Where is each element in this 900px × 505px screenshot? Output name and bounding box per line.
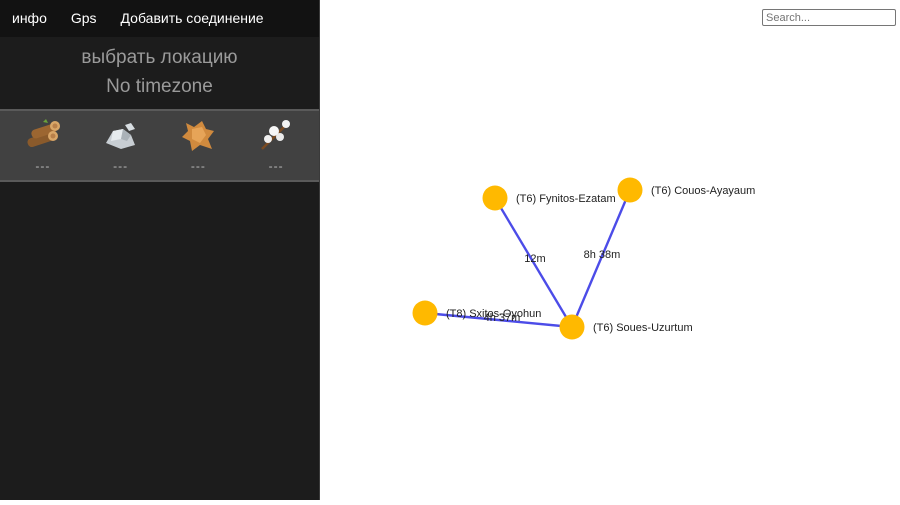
search-input[interactable] (762, 9, 896, 26)
graph-view[interactable]: 12m 8h 38m 4h 37m (T6) Fynitos-Ezatam (T6) C… (320, 0, 900, 500)
resource-wood-value: --- (35, 159, 51, 173)
resource-fiber: --- (246, 111, 306, 180)
edge-n2-n4 (570, 189, 632, 328)
edge-label: 8h 38m (584, 249, 621, 261)
network-graph[interactable]: 12m 8h 38m 4h 37m (T6) Fynitos-Ezatam (T6) C… (320, 0, 900, 500)
stone-ore-icon (105, 123, 135, 149)
cotton-fiber-icon (261, 120, 291, 150)
graph-node[interactable] (617, 177, 643, 203)
nav-add-connection[interactable]: Добавить соединение (120, 10, 264, 26)
select-location-link[interactable]: выбрать локацию (81, 47, 238, 68)
graph-node-label: (T6) Couos-Ayayaum (651, 185, 755, 197)
top-nav: инфо Gps Добавить соединение (0, 0, 319, 37)
resource-hide-value: --- (190, 159, 206, 173)
sidebar: инфо Gps Добавить соединение выбрать лок… (0, 0, 320, 500)
wood-logs-icon (27, 119, 60, 148)
timezone-label: No timezone (106, 76, 213, 97)
graph-node-label: (T6) Soues-Uzurtum (593, 322, 693, 334)
resource-wood: --- (13, 111, 73, 180)
edge-n1-n4 (493, 197, 574, 328)
graph-node-label: (T6) Fynitos-Ezatam (516, 193, 616, 205)
resource-stone-value: --- (113, 159, 129, 173)
resource-fiber-value: --- (268, 159, 284, 173)
graph-node-label: (T8) Sxitos-Oyohun (446, 308, 541, 320)
edge-label: 4h 37m (484, 312, 521, 324)
graph-node[interactable] (482, 185, 508, 211)
edge-n3-n4 (424, 311, 573, 329)
edge-label: 12m (524, 253, 545, 265)
graph-node[interactable] (559, 314, 585, 340)
hide-leather-icon (182, 121, 215, 151)
graph-node[interactable] (412, 300, 438, 326)
resource-panel: --- --- --- (0, 109, 319, 182)
resource-stone: --- (91, 111, 151, 180)
nav-gps[interactable]: Gps (70, 10, 97, 26)
resource-hide: --- (168, 111, 228, 180)
nav-info[interactable]: инфо (12, 10, 47, 26)
